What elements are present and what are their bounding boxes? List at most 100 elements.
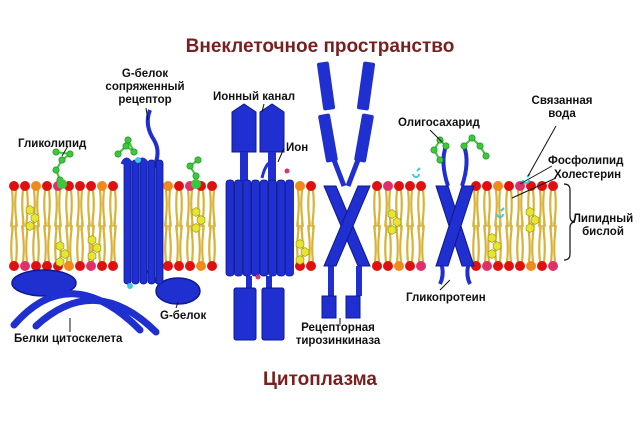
cytoskeleton-filament [32, 296, 160, 336]
phospholipid-head [306, 181, 316, 191]
glycolipid-head [57, 179, 67, 189]
ion-channel-helix [242, 179, 252, 277]
g-receptor-label-line1: G-белок [121, 68, 169, 80]
phospholipid-head [20, 261, 30, 271]
lipid-tail [549, 224, 553, 263]
lipid-tail [212, 224, 216, 263]
rtk-label-line1: Рецепторная [301, 322, 375, 334]
pointer-line [439, 279, 451, 291]
cholesterol-molecule [87, 235, 97, 245]
phospholipid-head [526, 261, 536, 271]
lipid-tail [377, 224, 381, 263]
lipid-tail [516, 224, 520, 263]
phospholipid-head [394, 261, 404, 271]
bilayer-label-line1: Липидный [572, 213, 634, 225]
phospholipid-head [174, 261, 184, 271]
bound-water-molecule [412, 167, 421, 178]
lipid-tail [538, 189, 542, 228]
cholesterol-molecule [525, 207, 535, 217]
lipid-tail [406, 189, 410, 228]
lipid-tail [307, 189, 311, 228]
lipid-tail [509, 189, 513, 228]
phospholipid-head [504, 261, 514, 271]
lipid-tail [25, 224, 29, 263]
rtk-domain [354, 113, 374, 163]
oligosaccharide-sugar [436, 156, 444, 164]
gpcr-sugar [122, 142, 130, 150]
lipid-tail [65, 189, 69, 228]
lipid-tail [179, 189, 183, 228]
phospholipid-head [405, 261, 415, 271]
lipid-tail [87, 189, 91, 228]
lipid-tail [58, 189, 62, 228]
rtk-transmembrane [323, 185, 371, 267]
cholesterol-molecule [492, 241, 502, 251]
lipid-tail [553, 224, 557, 263]
oligosaccharide-sugar [430, 146, 438, 154]
lipid-tail [36, 224, 40, 263]
rtk-kinase-domain [345, 295, 361, 319]
rtk-domain [318, 113, 338, 163]
lipid-tail [384, 224, 388, 263]
cytoskeleton-proteins-label: Белки цитоскелета [14, 333, 123, 345]
glycolipid-sugar [52, 166, 60, 174]
lipid-bilayer [9, 181, 558, 271]
phospholipid-head [482, 181, 492, 191]
lipid-tail [14, 189, 18, 228]
phospholipid-head [174, 181, 184, 191]
g-receptor-label-line2: сопряженный [105, 81, 185, 93]
ion-channel-helix [276, 179, 286, 277]
lipid-tail [384, 189, 388, 228]
lipid-tail [483, 189, 487, 228]
pointer-line [519, 165, 553, 185]
lipid-tail [76, 224, 80, 263]
lipid-tail [21, 224, 25, 263]
ion-channel-helix [268, 179, 277, 277]
lipid-tail [476, 224, 480, 263]
rtk-linker [356, 266, 362, 296]
oligosaccharide-sugar [468, 134, 476, 142]
cholesterol-molecule [387, 209, 397, 219]
cholesterol-molecule [300, 247, 310, 257]
ion-channel-base [261, 287, 285, 341]
cholesterol-molecule [30, 213, 40, 223]
phospholipid-head [31, 181, 41, 191]
lipid-tail [377, 189, 381, 228]
lipid-tail [47, 189, 51, 228]
gpcr-helix [155, 159, 164, 285]
lipid-tail [417, 224, 421, 263]
glycolipid-sugar [58, 156, 66, 164]
phospholipid-head [86, 261, 96, 271]
gpcr-sugar [124, 136, 132, 144]
rtk-linker [345, 159, 361, 187]
lipid-tail [410, 224, 414, 263]
lipid-tail [516, 189, 520, 228]
glycolipid-sugar [186, 162, 194, 170]
pointer-line [261, 103, 265, 113]
lipid-tail [14, 224, 18, 263]
phospholipid-head [504, 181, 514, 191]
ion-channel-helix [285, 179, 294, 277]
lipid-tail [388, 189, 392, 228]
phospholipid-head [394, 181, 404, 191]
glycolipid-label: Гликолипид [18, 138, 87, 150]
lipid-tail [98, 189, 102, 228]
rtk-linker [331, 159, 347, 187]
lipid-tail [311, 224, 315, 263]
ion-channel-helix [259, 179, 269, 277]
lipid-tail [102, 189, 106, 228]
gpcr-sugar [130, 148, 138, 156]
ion-channel-label: Ионный канал [213, 91, 296, 103]
g-protein-coupled-receptor-label: G-белок сопряженный рецептор [100, 68, 190, 107]
ion-dot [255, 274, 261, 280]
ion-dot [284, 168, 290, 174]
lipid-tail [201, 224, 205, 263]
lipid-tail [406, 224, 410, 263]
pointer-line [145, 107, 149, 121]
lipid-tail [395, 224, 399, 263]
lipid-tail [505, 224, 509, 263]
pointer-line [527, 125, 557, 177]
ligand-dot [135, 157, 141, 163]
glycolipid-sugar [52, 148, 60, 156]
phospholipid-head [207, 181, 217, 191]
